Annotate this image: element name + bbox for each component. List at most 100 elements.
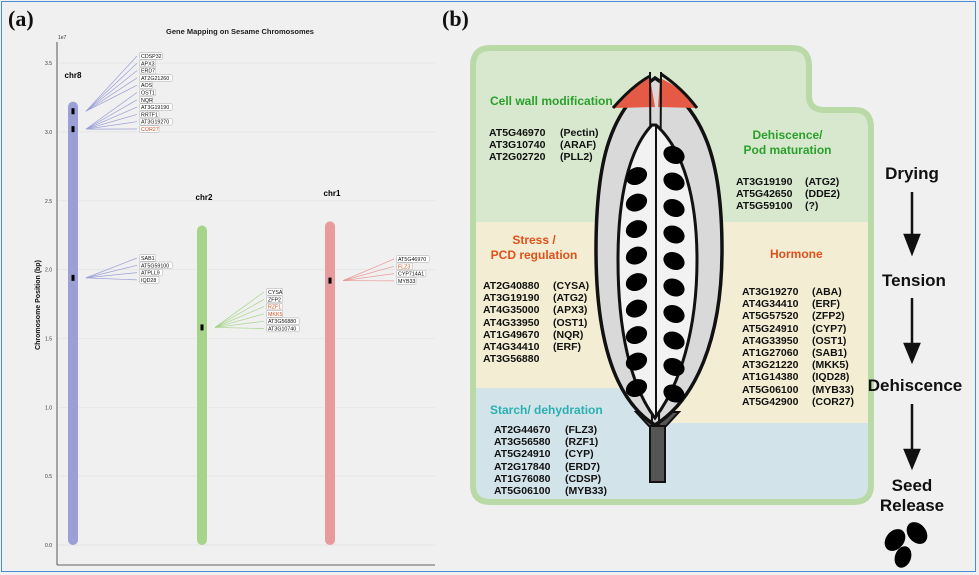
gene-label-box	[139, 88, 156, 96]
gene-label-box	[139, 81, 153, 89]
gene-id: AT4G33950	[742, 334, 799, 347]
gene-label: FLZ3	[398, 264, 410, 270]
gene-id: AT2G17840	[494, 460, 551, 473]
gene-annotation: (ERF)	[812, 298, 840, 311]
y-tick-label: 1.0	[45, 405, 52, 411]
gene-label: IQD28	[141, 278, 156, 284]
gene-label-box	[139, 67, 156, 75]
gene-label-box	[266, 303, 283, 311]
y-axis-label: Chromosome Position (bp)	[35, 260, 42, 350]
gene-annotation: (ZFP2)	[812, 310, 845, 323]
gene-label: ERD7	[141, 69, 155, 75]
gene-label: AT3G56880	[268, 319, 296, 325]
gene-connector	[85, 55, 138, 112]
gene-connector	[85, 121, 138, 130]
gene-id: AT3G21220	[742, 359, 799, 372]
gene-connector	[214, 291, 265, 328]
gene-label-box	[139, 110, 160, 118]
gene-label-box	[139, 74, 173, 82]
gene-id: AT4G34410	[483, 340, 540, 353]
gene-label: MKK5	[268, 312, 282, 318]
gene-annotation: (CYP7)	[812, 322, 847, 335]
gene-connector	[85, 63, 138, 112]
gene-annotation: (FLZ3)	[565, 424, 598, 436]
gene-label-box	[266, 325, 300, 333]
flow-seed-release: Seed Release	[852, 476, 972, 516]
gene-label-box	[266, 288, 283, 296]
dehiscence-title-line1: Dehiscence/	[752, 128, 823, 142]
gene-marker	[71, 108, 75, 115]
y-tick-label: 1.5	[45, 336, 52, 342]
gene-connector	[85, 70, 138, 112]
gene-connector	[85, 92, 138, 130]
gene-label-box	[396, 262, 413, 270]
gene-label: APX3	[141, 61, 155, 67]
gene-label: AT3G19190	[141, 105, 169, 111]
gene-id: AT5G24910	[494, 448, 551, 461]
gene-label: AT5G46970	[398, 257, 426, 263]
stress-title-line1: Stress /	[512, 233, 556, 247]
y-tick-label: 3.0	[45, 130, 52, 136]
y-tick-label: 2.0	[45, 268, 52, 274]
gene-id: AT5G06100	[742, 383, 799, 396]
flow-seed-line1: Seed	[891, 476, 933, 495]
gene-label: AT2G21260	[141, 76, 169, 82]
gene-label-box	[266, 317, 300, 325]
gene-annotation: (SAB1)	[812, 346, 848, 359]
gene-connector	[342, 265, 395, 281]
gene-mapping-chart: Gene Mapping on Sesame Chromosomes 1e7 C…	[35, 27, 435, 566]
gene-connector	[85, 264, 138, 279]
gene-label-box	[266, 295, 283, 303]
gene-connector	[214, 327, 265, 329]
gene-label: RRTF1	[141, 112, 158, 118]
gene-id: AT5G57520	[742, 310, 799, 323]
gene-label: RZF1	[268, 305, 281, 311]
y-tick-label: 2.5	[45, 199, 52, 205]
gene-id: AT3G19190	[483, 292, 540, 305]
gene-label: CYSA	[268, 290, 283, 296]
gene-annotation: (NQR)	[553, 328, 584, 341]
gene-annotation: (?)	[805, 200, 819, 213]
gene-connector	[214, 313, 265, 328]
gene-annotation: (DDE2)	[805, 188, 841, 201]
gene-label: OST1	[141, 91, 155, 97]
gene-id: AT2G02720	[489, 151, 546, 164]
gene-id: AT4G35000	[483, 304, 540, 317]
gene-connector	[342, 273, 395, 281]
gene-id: AT1G27060	[742, 346, 799, 359]
hormone-title: Hormone	[770, 247, 823, 261]
gene-connector	[85, 114, 138, 130]
gene-marker	[200, 324, 204, 331]
gene-annotation: (IQD28)	[812, 371, 850, 384]
gene-label-box	[396, 270, 427, 278]
gene-label: AT3G19270	[141, 120, 169, 126]
chromosome-bar-chr1	[325, 221, 335, 545]
chromosome-bar-chr2	[197, 225, 207, 545]
stress-title-line2: PCD regulation	[490, 248, 578, 262]
chart-title: Gene Mapping on Sesame Chromosomes	[166, 27, 314, 36]
gene-label: AOS	[141, 83, 153, 89]
gene-connector	[85, 84, 138, 112]
gene-id: AT4G34410	[742, 298, 799, 311]
gene-label-box	[139, 125, 160, 133]
gene-label: AT3G10740	[268, 327, 296, 333]
panel-b-label: (b)	[442, 6, 469, 31]
panel-a-label: (a)	[8, 6, 34, 31]
gene-annotation: (COR27)	[812, 395, 855, 408]
gene-marker	[71, 274, 75, 281]
gene-annotation: (OST1)	[812, 334, 847, 347]
gene-id: AT5G42900	[742, 395, 799, 408]
gene-id: AT5G46970	[489, 127, 546, 139]
dehiscence-title: Dehiscence/ Pod maturation	[735, 128, 840, 158]
gene-label: ATPLL9	[141, 271, 160, 277]
gene-annotation: (CDSP)	[565, 472, 602, 485]
gene-id: AT4G33950	[483, 316, 540, 329]
gene-annotation: (PLL2)	[560, 151, 593, 164]
gene-annotation: (OST1)	[553, 316, 588, 329]
gene-label: NQR	[141, 98, 153, 104]
y-tick-label: 3.5	[45, 61, 52, 67]
flow-dehiscence: Dehiscence	[867, 376, 963, 395]
stress-title: Stress / PCD regulation	[484, 233, 584, 263]
gene-label-box	[396, 255, 430, 263]
